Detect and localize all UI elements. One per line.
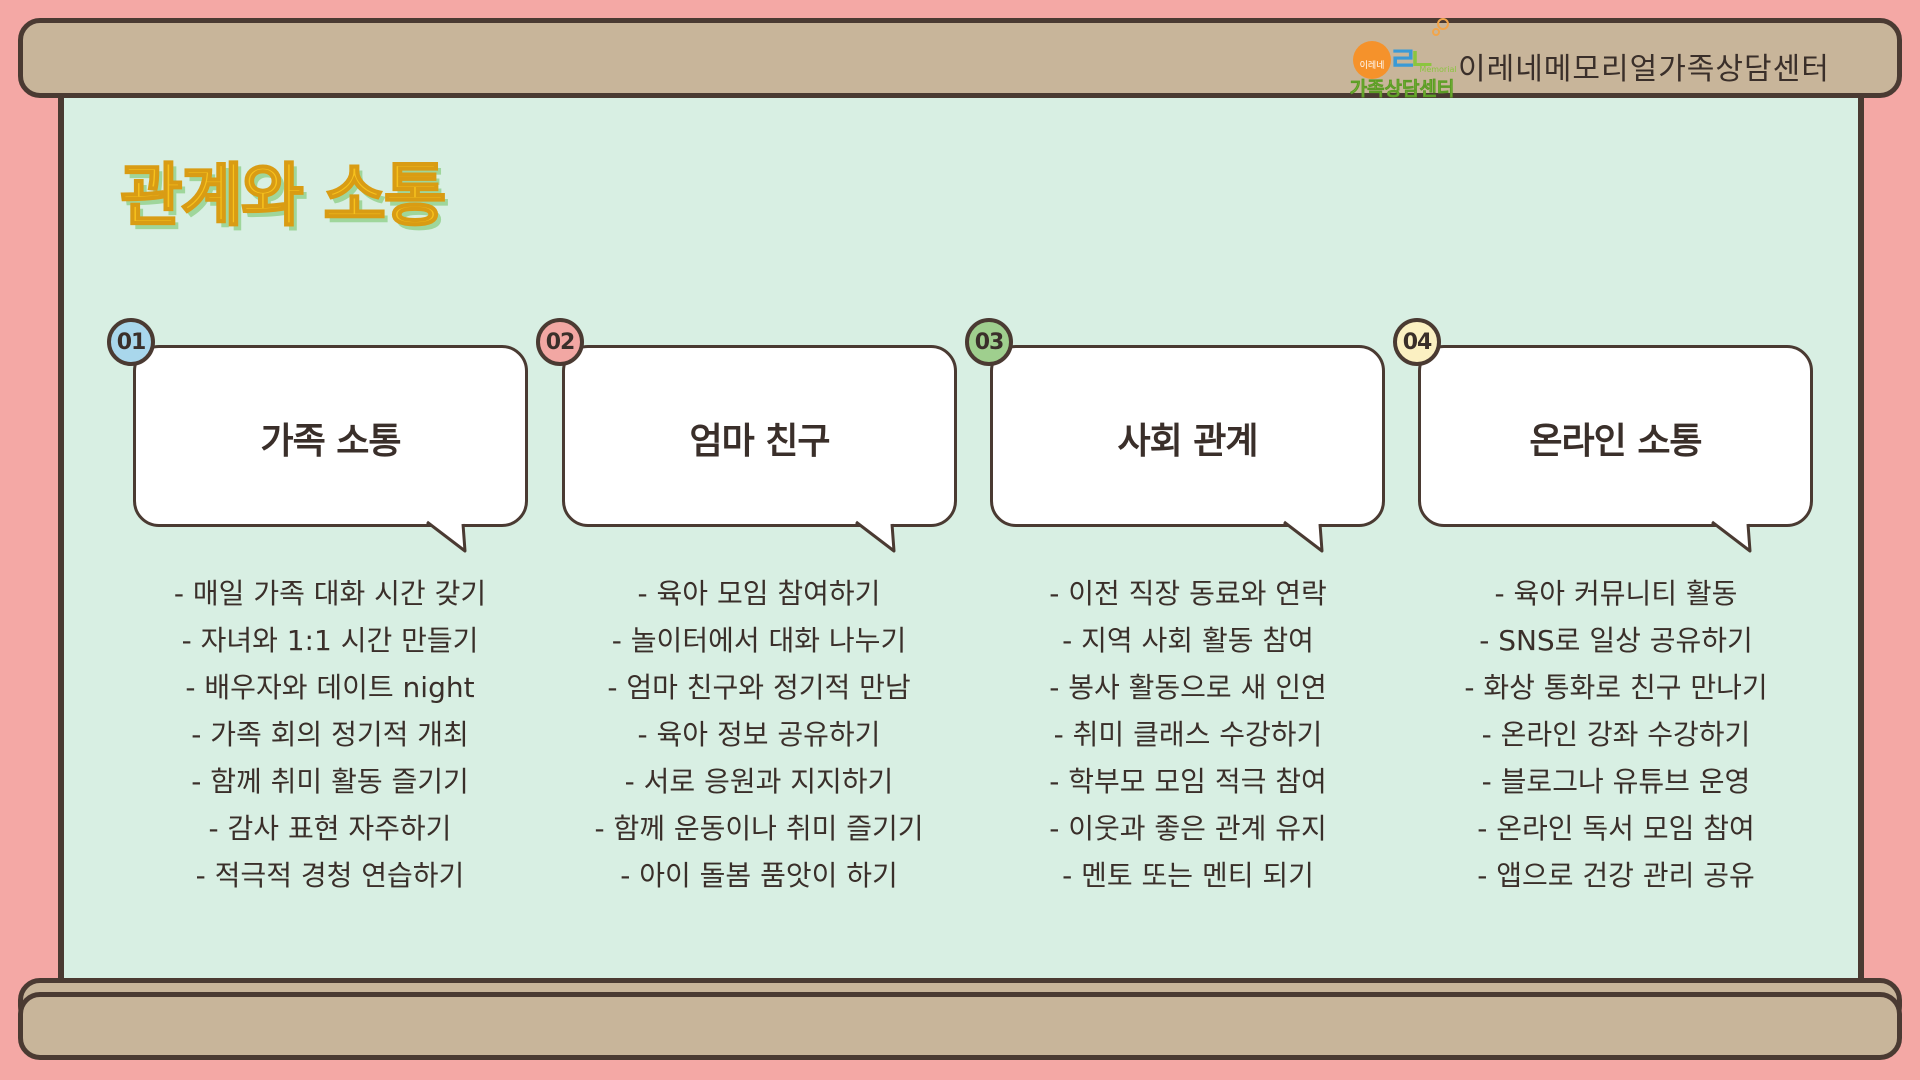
list-item: - 감사 표현 자주하기 — [208, 812, 452, 845]
card-social: 사회 관계 — [990, 345, 1385, 553]
list-item: - 육아 커뮤니티 활동 — [1494, 577, 1738, 610]
logo-line1: 이레네 — [1360, 60, 1385, 71]
list-item: - 이전 직장 동료와 연락 — [1049, 577, 1327, 610]
svg-text:ㄹ: ㄹ — [1388, 40, 1417, 78]
card-title: 온라인 소통 — [1529, 421, 1702, 462]
list-item: - 함께 취미 활동 즐기기 — [191, 765, 469, 798]
speech-tail-icon — [855, 520, 896, 553]
card-family: 가족 소통 — [133, 345, 528, 553]
list-item: - 학부모 모임 적극 참여 — [1049, 765, 1327, 798]
card-title: 가족 소통 — [260, 421, 401, 462]
list-item: - 온라인 강좌 수강하기 — [1481, 718, 1751, 751]
speech-tail-icon — [1283, 520, 1324, 553]
list-item: - 놀이터에서 대화 나누기 — [611, 624, 907, 657]
list-item: - 이웃과 좋은 관계 유지 — [1049, 812, 1327, 845]
list-item: - 취미 클래스 수강하기 — [1053, 718, 1323, 751]
list-item: - 적극적 경청 연습하기 — [195, 859, 465, 892]
list-item: - 블로그나 유튜브 운영 — [1481, 765, 1751, 798]
list-item: - 가족 회의 정기적 개최 — [191, 718, 469, 751]
number-badge: 03 — [965, 318, 1013, 366]
list-item: - 함께 운동이나 취미 즐기기 — [594, 812, 924, 845]
list-item: - 서로 응원과 지지하기 — [624, 765, 894, 798]
card-list: - 육아 모임 참여하기 - 놀이터에서 대화 나누기 - 엄마 친구와 정기적… — [539, 570, 979, 899]
number-badge: 04 — [1393, 318, 1441, 366]
logo-line2: Memorial — [1419, 65, 1456, 74]
list-item: - 매일 가족 대화 시간 갖기 — [173, 577, 487, 610]
card-list: - 육아 커뮤니티 활동 - SNS로 일상 공유하기 - 화상 통화로 친구 … — [1396, 570, 1836, 899]
content-panel — [58, 92, 1864, 982]
scroll-top-bar — [18, 18, 1902, 98]
page-title: 관계와 소통 — [119, 156, 447, 237]
list-item: - 봉사 활동으로 새 인연 — [1049, 671, 1327, 704]
list-item: - 자녀와 1:1 시간 만들기 — [181, 624, 479, 657]
card-list: - 이전 직장 동료와 연락 - 지역 사회 활동 참여 - 봉사 활동으로 새… — [968, 570, 1408, 899]
card-list: - 매일 가족 대화 시간 갖기 - 자녀와 1:1 시간 만들기 - 배우자와… — [110, 570, 550, 899]
list-item: - SNS로 일상 공유하기 — [1479, 624, 1753, 657]
list-item: - 배우자와 데이트 night — [185, 671, 475, 704]
list-item: - 온라인 독서 모임 참여 — [1477, 812, 1755, 845]
list-item: - 멘토 또는 멘티 되기 — [1062, 859, 1314, 892]
list-item: - 엄마 친구와 정기적 만남 — [607, 671, 911, 704]
card-title: 엄마 친구 — [689, 421, 830, 462]
list-item: - 화상 통화로 친구 만나기 — [1464, 671, 1768, 704]
scroll-bottom-bar — [18, 992, 1902, 1060]
card-online: 온라인 소통 — [1418, 345, 1813, 553]
number-badge: 01 — [107, 318, 155, 366]
list-item: - 아이 돌봄 품앗이 하기 — [620, 859, 898, 892]
card-title: 사회 관계 — [1117, 421, 1258, 462]
card-mom-friends: 엄마 친구 — [562, 345, 957, 553]
speech-tail-icon — [1711, 520, 1752, 553]
list-item: - 앱으로 건강 관리 공유 — [1477, 859, 1755, 892]
org-name: 이레네메모리얼가족상담센터 — [1458, 52, 1830, 87]
memorial-family-counseling-center-logo: 이레네 ㄹ ㄴ Memorial 가족상담센터 — [1350, 18, 1457, 100]
speech-tail-icon — [426, 520, 467, 553]
svg-text:ㄴ: ㄴ — [1408, 43, 1436, 78]
list-item: - 육아 정보 공유하기 — [637, 718, 881, 751]
number-badge: 02 — [536, 318, 584, 366]
list-item: - 육아 모임 참여하기 — [637, 577, 881, 610]
list-item: - 지역 사회 활동 참여 — [1062, 624, 1314, 657]
logo-line3: 가족상담센터 — [1350, 78, 1454, 100]
